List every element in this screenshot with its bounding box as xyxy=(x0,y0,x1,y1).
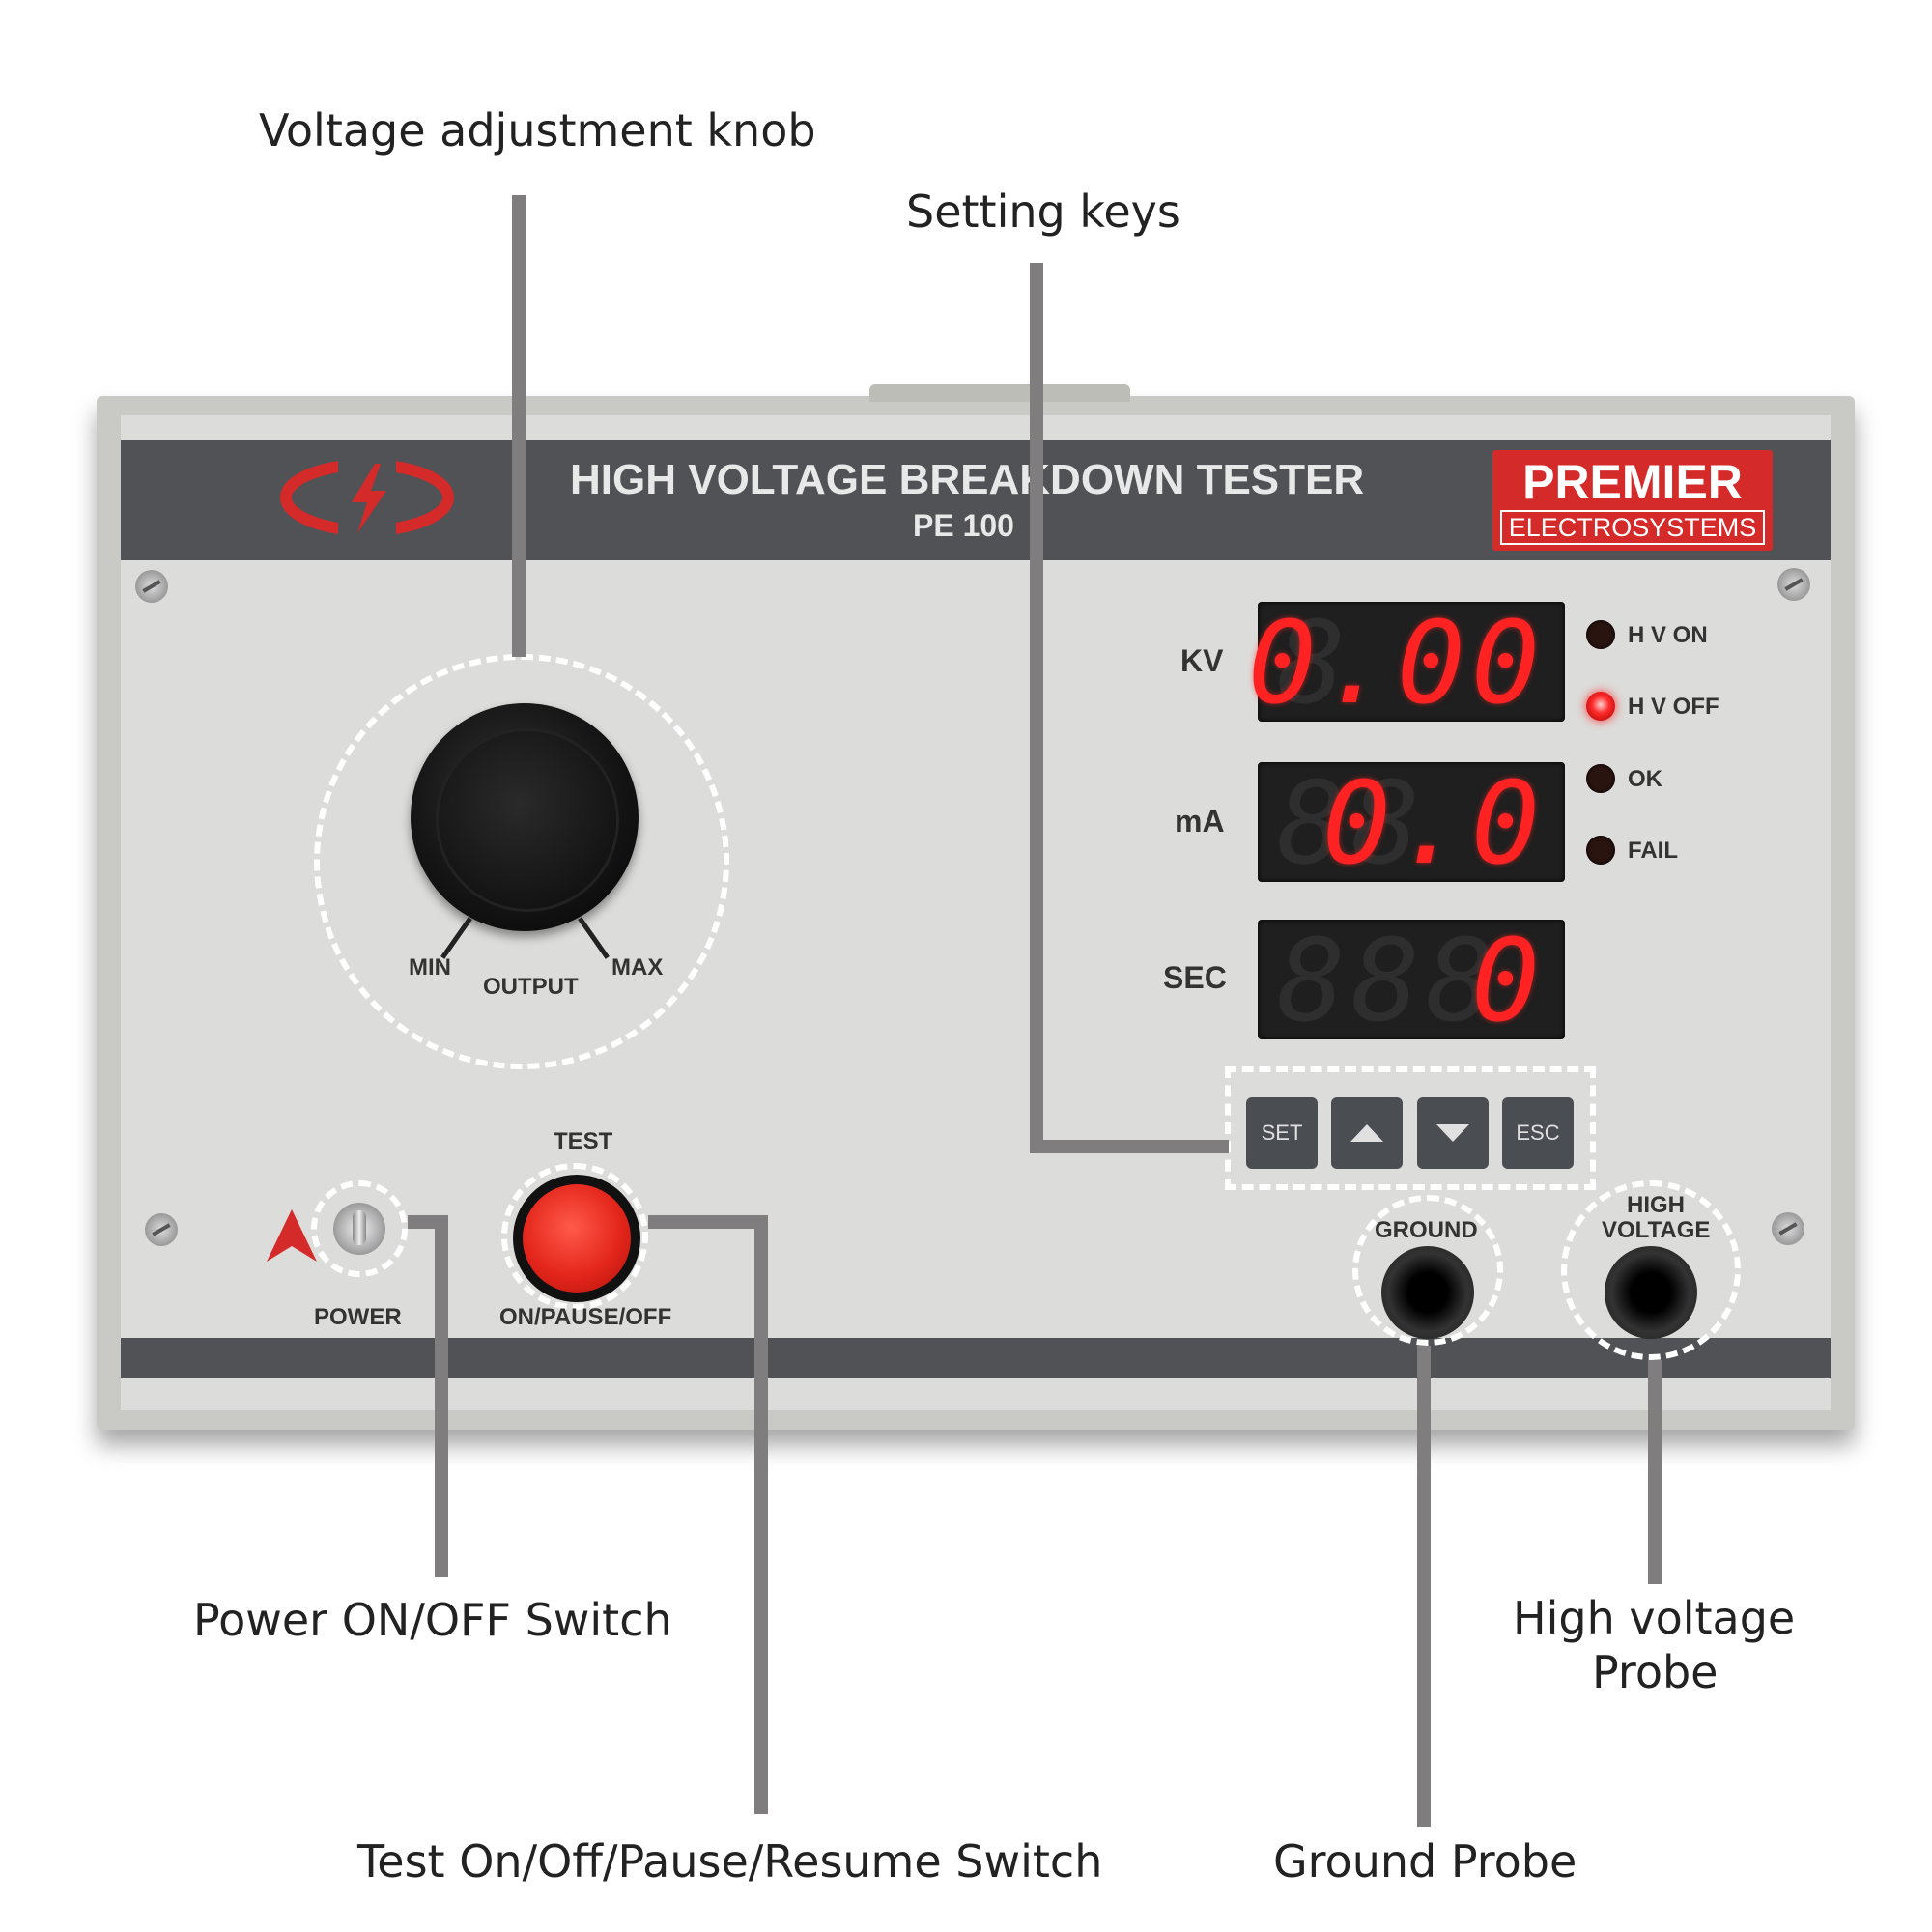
sec-display: 888 0 xyxy=(1258,920,1565,1039)
model-number: PE 100 xyxy=(913,508,1014,543)
ground-leader-line xyxy=(1417,1346,1431,1827)
knob-output-label: OUTPUT xyxy=(483,974,579,1000)
keys-callout: Setting keys xyxy=(906,185,1180,238)
hv-off-led xyxy=(1586,692,1615,721)
ground-terminal-highlight xyxy=(1352,1195,1503,1346)
fail-label: FAIL xyxy=(1628,838,1678,864)
hv-on-led xyxy=(1586,620,1615,649)
hv-on-label: H V ON xyxy=(1628,622,1708,648)
keys-leader-horizontal xyxy=(1030,1140,1229,1153)
test-leader-horizontal xyxy=(648,1215,768,1229)
knob-callout: Voltage adjustment knob xyxy=(259,104,816,156)
power-label: POWER xyxy=(314,1304,402,1330)
brand-subtitle: ELECTROSYSTEMS xyxy=(1500,510,1765,545)
down-arrow-icon xyxy=(1436,1124,1469,1142)
footer-band xyxy=(121,1338,1831,1378)
ma-inactive-digits: 88 xyxy=(1277,756,1427,890)
test-onpauseoff-button[interactable] xyxy=(523,1184,631,1293)
ma-label: mA xyxy=(1175,804,1225,838)
test-function-label: ON/PAUSE/OFF xyxy=(499,1304,672,1330)
lightning-logo-icon xyxy=(280,459,454,536)
high-voltage-probe-socket[interactable] xyxy=(1605,1246,1697,1339)
knob-leader-line xyxy=(512,195,526,657)
knob-min-label: MIN xyxy=(409,954,451,980)
toggle-lever xyxy=(353,1210,366,1245)
down-key[interactable] xyxy=(1417,1097,1489,1169)
carry-handle xyxy=(869,384,1130,402)
ground-callout: Ground Probe xyxy=(1273,1835,1577,1888)
hv-leader-line xyxy=(1648,1360,1662,1584)
sec-inactive-digits: 888 xyxy=(1277,914,1501,1047)
sec-label: SEC xyxy=(1163,960,1227,995)
ma-display: 88 0.0 xyxy=(1258,762,1565,882)
test-callout: Test On/Off/Pause/Resume Switch xyxy=(357,1835,1103,1888)
knob-max-label: MAX xyxy=(611,954,664,980)
up-key[interactable] xyxy=(1331,1097,1403,1169)
kv-label: KV xyxy=(1180,643,1224,678)
hv-off-label: H V OFF xyxy=(1628,694,1719,720)
device-title: HIGH VOLTAGE BREAKDOWN TESTER xyxy=(570,456,1365,503)
power-leader-vertical xyxy=(435,1215,448,1577)
power-switch-highlight xyxy=(311,1180,408,1277)
screw-icon xyxy=(1772,1212,1804,1245)
power-warning-arrow-icon xyxy=(267,1209,317,1262)
power-toggle-switch[interactable] xyxy=(333,1203,385,1255)
test-button-highlight xyxy=(501,1163,648,1310)
screw-icon xyxy=(1777,568,1810,601)
esc-key[interactable]: ESC xyxy=(1502,1097,1574,1169)
knob-highlight-circle xyxy=(314,654,729,1069)
keys-leader-vertical xyxy=(1030,263,1043,1153)
setting-keys-highlight xyxy=(1225,1066,1596,1190)
kv-value: 0.00 xyxy=(1247,596,1546,729)
kv-display: 8 0.00 xyxy=(1248,596,1565,729)
screw-icon xyxy=(135,570,168,603)
hv-terminal-highlight xyxy=(1561,1180,1741,1360)
power-callout: Power ON/OFF Switch xyxy=(193,1594,672,1646)
brand-name: PREMIER xyxy=(1522,455,1743,509)
knob-cap xyxy=(436,728,619,912)
fail-led xyxy=(1586,836,1615,865)
screw-icon xyxy=(145,1213,178,1246)
ok-led xyxy=(1586,764,1615,793)
ok-label: OK xyxy=(1628,766,1662,792)
hv-callout-line2: Probe xyxy=(1592,1646,1719,1698)
hv-callout-line1: High voltage xyxy=(1513,1592,1796,1644)
ground-probe-socket[interactable] xyxy=(1381,1246,1474,1339)
test-label: TEST xyxy=(554,1128,613,1154)
set-key[interactable]: SET xyxy=(1246,1097,1318,1169)
test-leader-vertical xyxy=(754,1215,768,1814)
brand-logo: PREMIER ELECTROSYSTEMS xyxy=(1492,450,1773,551)
up-arrow-icon xyxy=(1350,1124,1383,1142)
voltage-adjustment-knob[interactable] xyxy=(411,703,639,931)
ma-value: 0.0 xyxy=(1321,756,1546,890)
kv-inactive-digit: 8 xyxy=(1277,596,1352,729)
sec-value: 0 xyxy=(1470,914,1546,1047)
